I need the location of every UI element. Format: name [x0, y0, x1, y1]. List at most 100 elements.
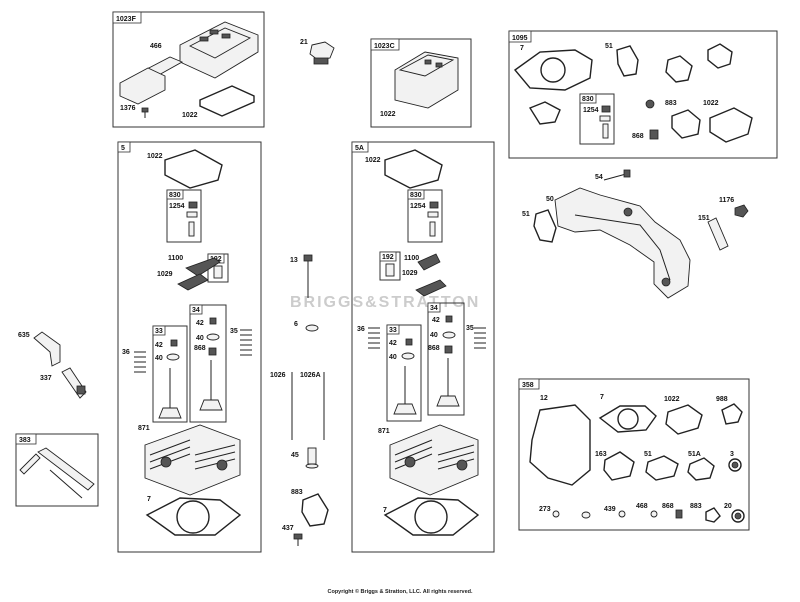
- kit-358-panel: 358 12 7 1022 988 163 51 51A 3: [518, 378, 750, 531]
- stud-part[interactable]: [707, 217, 729, 251]
- head-gasket-part[interactable]: [513, 49, 593, 91]
- part-label-45: 45: [291, 452, 299, 459]
- cover-gasket-part[interactable]: [384, 149, 443, 189]
- part-label-40: 40: [155, 355, 163, 362]
- bolt-part[interactable]: [603, 169, 631, 181]
- valve-cover-part[interactable]: [394, 51, 459, 109]
- tappet-part[interactable]: [305, 447, 319, 469]
- part-label-868: 868: [194, 345, 206, 352]
- valve-seal-part[interactable]: [675, 509, 683, 519]
- part-label-1026: 1026: [270, 372, 286, 379]
- part-label-1022: 1022: [365, 157, 381, 164]
- cover-gasket-part[interactable]: [164, 149, 223, 189]
- part-label-40: 40: [196, 335, 204, 342]
- exhaust-valve-part[interactable]: [436, 358, 460, 407]
- gasket-883-part[interactable]: [671, 109, 701, 139]
- oil-seal-part[interactable]: [728, 458, 742, 472]
- cylinder-head-part[interactable]: [389, 424, 479, 496]
- kit-830-label: 830: [410, 192, 422, 199]
- part-label-1022: 1022: [380, 111, 396, 118]
- kit-383-panel: 383: [15, 433, 99, 507]
- part-label-468: 468: [636, 503, 648, 510]
- kit-1023c-panel: 1023C 1022: [370, 38, 472, 128]
- cover-gasket-part[interactable]: [665, 404, 703, 435]
- valve-spring-part[interactable]: [368, 327, 380, 349]
- part-label-1254: 1254: [583, 107, 599, 114]
- ball-stud-part[interactable]: [385, 263, 395, 277]
- intake-valve-part[interactable]: [393, 366, 417, 415]
- kit-1023f-label: 1023F: [116, 16, 137, 23]
- ball-stud-part[interactable]: [213, 265, 223, 279]
- part-label-883: 883: [690, 503, 702, 510]
- gasket-part[interactable]: [707, 43, 733, 69]
- nut-part[interactable]: [734, 204, 749, 218]
- part-label-1029: 1029: [402, 270, 418, 277]
- adjuster-part[interactable]: [186, 201, 198, 237]
- kit-5-label: 5: [121, 145, 125, 152]
- head-gasket-part[interactable]: [383, 497, 480, 536]
- kit-830-label: 830: [582, 96, 594, 103]
- part-label-35: 35: [466, 325, 474, 332]
- seal-part[interactable]: [618, 510, 626, 518]
- valve-cover-part[interactable]: [179, 21, 259, 79]
- cylinder-head-part[interactable]: [144, 424, 241, 496]
- kit-34-label: 34: [192, 307, 200, 314]
- rocker-arm-part[interactable]: [415, 253, 447, 297]
- intake-valve-part[interactable]: [158, 368, 182, 419]
- gasket-51a-part[interactable]: [687, 457, 715, 481]
- intake-gasket-part[interactable]: [645, 455, 679, 481]
- gasket-883-part[interactable]: [705, 507, 721, 523]
- head-gasket-part[interactable]: [598, 405, 657, 433]
- part-label-871: 871: [138, 425, 150, 432]
- valve-keepers-part[interactable]: [401, 315, 456, 360]
- valve-spring-part[interactable]: [474, 327, 486, 349]
- intake-gasket-part[interactable]: [616, 45, 639, 77]
- part-label-54: 54: [595, 174, 603, 181]
- valve-keepers-part[interactable]: [166, 317, 220, 361]
- seal-part[interactable]: [645, 99, 655, 109]
- intake-gasket-part[interactable]: [533, 209, 557, 243]
- bolt-part[interactable]: [303, 254, 313, 298]
- part-label-466: 466: [150, 43, 162, 50]
- washer-part[interactable]: [581, 511, 591, 519]
- valve-spring-part[interactable]: [240, 329, 252, 356]
- fill-plug-part[interactable]: [309, 41, 335, 65]
- screw-part[interactable]: [293, 533, 303, 546]
- breather-cover-part[interactable]: [119, 67, 166, 105]
- oil-seal-part[interactable]: [731, 509, 745, 523]
- adjuster-part[interactable]: [427, 201, 439, 237]
- exhaust-valve-part[interactable]: [199, 360, 223, 411]
- seal-part[interactable]: [650, 510, 658, 518]
- part-label-635: 635: [18, 332, 30, 339]
- part-label-40: 40: [430, 332, 438, 339]
- seal-part[interactable]: [552, 510, 560, 518]
- washer-part[interactable]: [305, 324, 319, 332]
- spark-plug-wrench-part[interactable]: [19, 447, 95, 499]
- part-label-1376: 1376: [120, 105, 136, 112]
- gasket-883-part[interactable]: [301, 493, 329, 527]
- part-label-1100: 1100: [404, 255, 419, 262]
- rocker-arm-part[interactable]: [177, 257, 221, 291]
- breather-gasket-part[interactable]: [721, 403, 743, 425]
- valve-spring-part[interactable]: [134, 351, 146, 373]
- part-label-273: 273: [539, 506, 551, 513]
- part-label-163: 163: [595, 451, 607, 458]
- intake-manifold-part[interactable]: [554, 187, 691, 299]
- carburetor-gasket-part[interactable]: [603, 451, 635, 481]
- adjuster-part[interactable]: [599, 105, 611, 139]
- cover-gasket-part[interactable]: [199, 85, 255, 117]
- kit-830-label: 830: [169, 192, 181, 199]
- spark-plug-part[interactable]: [61, 367, 87, 399]
- valve-seal-part[interactable]: [649, 129, 659, 140]
- exhaust-gasket-part[interactable]: [665, 55, 693, 83]
- cover-gasket-part[interactable]: [709, 107, 753, 143]
- part-label-7: 7: [600, 394, 604, 401]
- part-label-883: 883: [291, 489, 303, 496]
- part-label-40: 40: [389, 354, 397, 361]
- part-label-439: 439: [604, 506, 616, 513]
- spark-plug-boot-part[interactable]: [33, 331, 61, 367]
- screw-part[interactable]: [141, 107, 149, 118]
- gasket-small-part[interactable]: [528, 101, 561, 125]
- head-gasket-part[interactable]: [145, 497, 242, 536]
- crankcase-gasket-part[interactable]: [529, 404, 591, 486]
